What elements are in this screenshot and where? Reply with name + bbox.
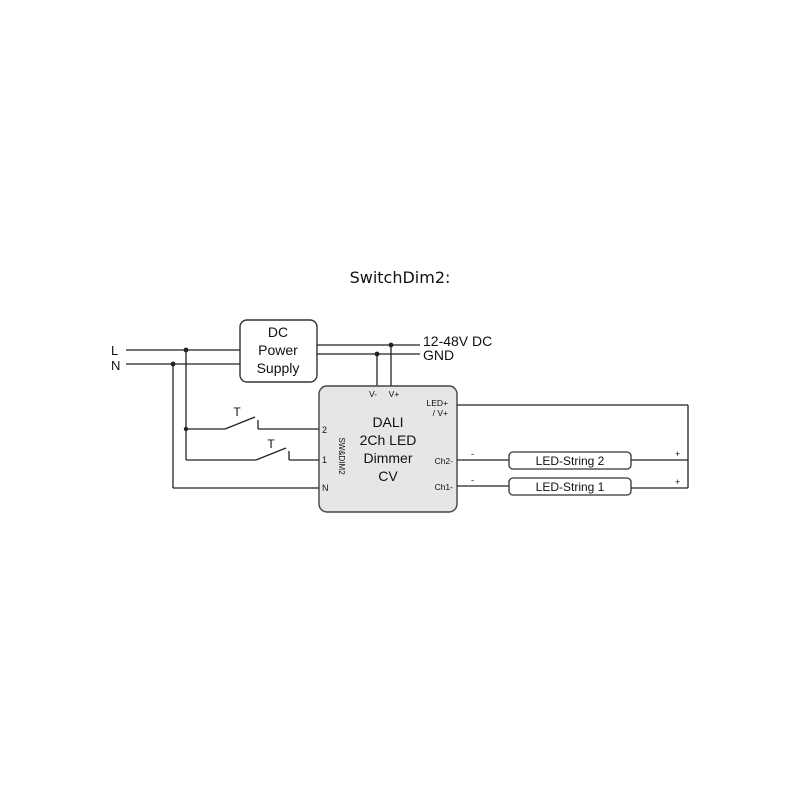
led-string-1-label: LED-String 1: [536, 480, 605, 494]
dimmer-led-plus-line1: LED+: [427, 398, 449, 408]
dimmer-side-label: SW&DIM2: [337, 437, 346, 475]
dimmer-pin-n: N: [322, 483, 329, 493]
dimmer-title-line3: Dimmer: [364, 450, 413, 466]
dimmer-led-plus-line2: / V+: [433, 408, 448, 418]
dimmer-title-line4: CV: [378, 468, 398, 484]
dc-power-supply-line3: Supply: [257, 360, 300, 376]
dali-dimmer: V- V+ DALI 2Ch LED Dimmer CV SW&DIM2 2 1…: [318, 385, 458, 513]
gnd-junction: [374, 351, 380, 357]
dali-dimmer-box: [318, 385, 458, 513]
led-string-2-label: LED-String 2: [536, 454, 605, 468]
diagram-title: SwitchDim2:: [350, 268, 451, 287]
dimmer-ch2: Ch2-: [435, 456, 454, 466]
lower-switch-label: T: [267, 437, 275, 451]
upper-switch-contact: [224, 416, 256, 430]
dimmer-title-line2: 2Ch LED: [360, 432, 417, 448]
dc-power-supply: DC Power Supply: [239, 319, 318, 383]
mains-taps: [170, 347, 189, 488]
dc-power-supply-line1: DC: [268, 324, 288, 340]
lower-switch-contact: [255, 447, 287, 461]
led-string-1-plus: +: [675, 477, 680, 487]
mains-l-label: L: [111, 343, 118, 358]
dimmer-title-line1: DALI: [372, 414, 403, 430]
dimmer-pin-2: 2: [322, 425, 327, 435]
led-string-2-plus: +: [675, 449, 680, 459]
led-string-2-minus: -: [471, 449, 474, 459]
dc-plus-junction: [388, 342, 394, 348]
dc-output-label: 12-48V DC: [423, 333, 492, 349]
led-string-1: LED-String 1 - +: [457, 475, 688, 496]
led-string-1-box: [508, 477, 632, 496]
dimmer-pin-1: 1: [322, 455, 327, 465]
dc-power-supply-line2: Power: [258, 342, 298, 358]
dimmer-ch1: Ch1-: [435, 482, 454, 492]
pushbutton-switch-upper: T: [186, 405, 319, 430]
led-plus-wire: [457, 404, 689, 488]
upper-switch-label: T: [233, 405, 241, 419]
dc-output-wires: [317, 342, 420, 386]
led-string-2: LED-String 2 - +: [457, 449, 688, 470]
pushbutton-switch-lower: T: [186, 437, 319, 461]
dimmer-v-minus: V-: [369, 389, 377, 399]
gnd-label: GND: [423, 347, 454, 363]
dc-power-supply-box: [239, 319, 318, 383]
mains-n-label: N: [111, 358, 120, 373]
mains-wires: [126, 349, 240, 365]
led-string-1-minus: -: [471, 475, 474, 485]
dimmer-v-plus: V+: [389, 389, 400, 399]
